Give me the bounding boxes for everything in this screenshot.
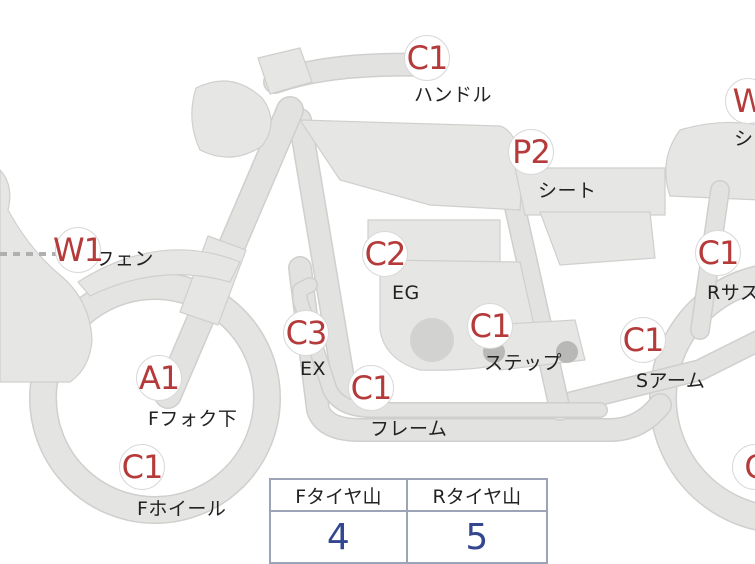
step-peg-right	[556, 341, 578, 363]
front-tire-header: Fタイヤ山	[269, 478, 408, 512]
label-engine: EG	[392, 282, 420, 304]
label-rear-sus: Rサス	[707, 282, 755, 304]
badge-seat: P2	[508, 129, 554, 175]
swing-arm	[550, 331, 755, 415]
label-handle: ハンドル	[414, 84, 493, 106]
seat	[514, 167, 666, 216]
label-seat: シート	[538, 180, 597, 202]
headlight	[191, 80, 272, 158]
frame-lower	[289, 257, 671, 441]
front-tire-value: 4	[269, 510, 408, 564]
label-frame: フレーム	[370, 418, 448, 440]
label-front-fork: Fフォク下	[148, 408, 238, 430]
label-rear-w: シ	[734, 128, 754, 150]
handle-clamp	[257, 47, 313, 95]
badge-front-fender: W1	[53, 227, 104, 273]
engine-cover	[410, 318, 454, 362]
badge-rear-sus: C1	[695, 230, 741, 276]
label-front-wheel: Fホイール	[137, 498, 227, 520]
rear-cowl	[665, 121, 755, 201]
label-swing-arm: Sアーム	[636, 370, 706, 392]
badge-front-fork: A1	[136, 355, 182, 401]
badge-step: C1	[467, 303, 513, 349]
label-front-fender: Fフェン	[84, 248, 154, 270]
label-step: ステップ	[484, 352, 563, 374]
badge-rear-w: W	[725, 78, 755, 124]
label-exhaust: EX	[300, 358, 327, 380]
badge-handle: C1	[404, 35, 450, 81]
rear-tire-value: 5	[405, 510, 549, 564]
badge-front-wheel: C1	[119, 444, 165, 490]
badge-frame: C1	[348, 365, 394, 411]
rider-silhouette	[0, 169, 93, 383]
badge-swing-arm: C1	[620, 317, 666, 363]
badge-exhaust: C3	[283, 310, 329, 356]
side-cover	[539, 211, 656, 266]
rear-tire-header: Rタイヤ山	[405, 478, 549, 512]
badge-engine: C2	[362, 231, 408, 277]
fuel-tank	[298, 119, 523, 211]
front-fender	[77, 249, 241, 297]
tire-tread-table: Fタイヤ山 Rタイヤ山 4 5	[269, 478, 549, 564]
